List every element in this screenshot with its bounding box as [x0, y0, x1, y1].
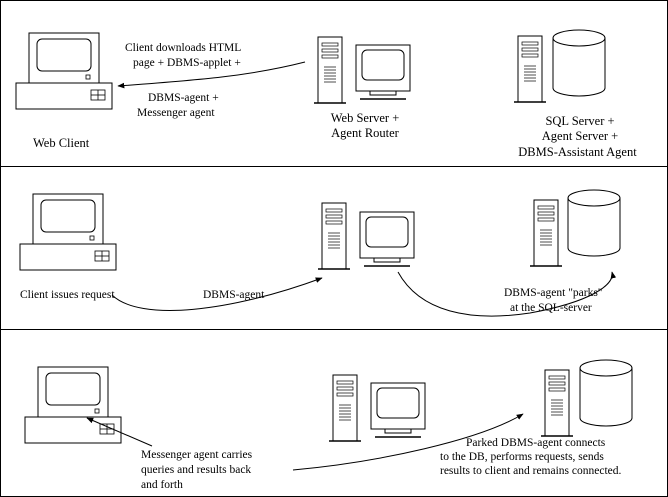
parks-label-line1: DBMS-agent "parks" [504, 287, 603, 299]
database-cylinder-icon [579, 359, 633, 427]
client-request-label: Client issues request [20, 289, 115, 301]
server-tower-icon [313, 36, 347, 104]
park-path [397, 271, 617, 317]
web-server-label-line2: Agent Router [331, 126, 399, 140]
sql-server-label-line1: SQL Server + [545, 114, 615, 128]
parked-label-line2: to the DB, performs requests, sends [440, 451, 604, 463]
desktop-computer-icon [24, 366, 122, 444]
server-tower-icon [328, 374, 362, 442]
database-cylinder-icon [567, 189, 621, 257]
messenger-label-line1: Messenger agent carries [141, 449, 253, 461]
download-label-line4: Messenger agent [137, 107, 215, 119]
monitor-icon [355, 44, 411, 100]
panel-1 [15, 29, 606, 110]
download-label-line1: Client downloads HTML [125, 42, 242, 54]
server-tower-icon [529, 199, 563, 267]
panel-3 [24, 359, 633, 471]
sql-server-label-line2: Agent Server + [541, 129, 619, 143]
dbms-agent-label: DBMS-agent [203, 289, 265, 301]
sql-server-label-line3: DBMS-Assistant Agent [518, 145, 637, 159]
server-tower-icon [513, 35, 547, 103]
parks-label-line2: at the SQL-server [510, 302, 592, 314]
server-tower-icon [317, 202, 351, 270]
panel-2 [19, 189, 621, 317]
monitor-icon [370, 382, 426, 438]
messenger-label-line3: and forth [141, 479, 183, 491]
parked-connection-path [292, 413, 524, 471]
download-label-line2: page + DBMS-applet + [133, 57, 241, 69]
download-label-line3: DBMS-agent + [148, 92, 219, 104]
desktop-computer-icon [19, 193, 117, 271]
desktop-computer-icon [15, 32, 113, 110]
monitor-icon [359, 211, 415, 267]
parked-label-line3: results to client and remains connected. [440, 465, 622, 477]
download-arrow [117, 61, 306, 89]
messenger-arrow [86, 417, 153, 447]
web-server-label-line1: Web Server + [330, 111, 400, 125]
database-cylinder-icon [552, 29, 606, 97]
server-tower-icon [540, 369, 574, 437]
web-client-label: Web Client [33, 136, 90, 150]
parked-label-line1: Parked DBMS-agent connects [466, 437, 606, 449]
messenger-label-line2: queries and results back [141, 464, 252, 476]
request-path [111, 277, 323, 311]
